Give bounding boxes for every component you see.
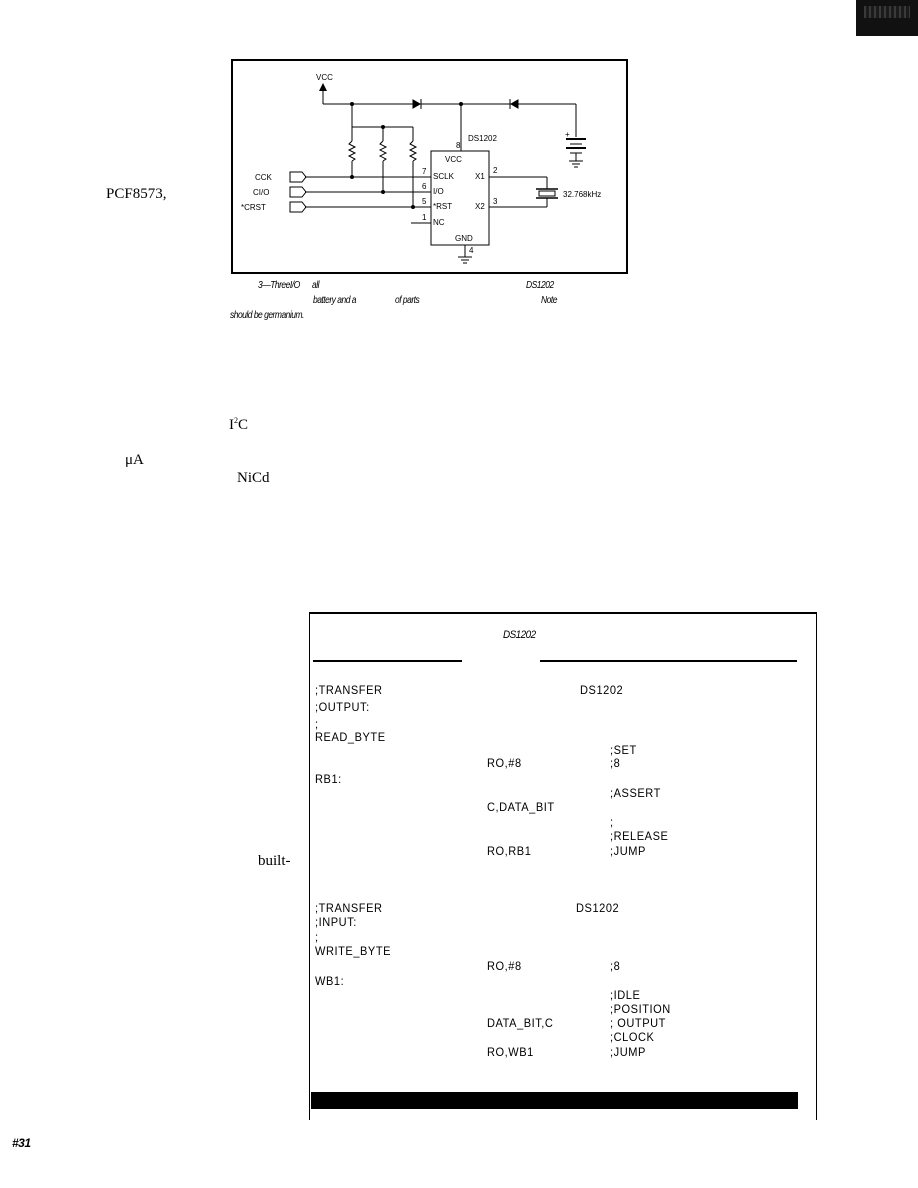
code-comment: ;IDLE [610, 988, 641, 1002]
code-comment: ;SET [610, 743, 637, 757]
code-label: ;INPUT: [315, 915, 357, 929]
code-comment: ;8 [610, 756, 621, 770]
cck-connector [289, 171, 307, 183]
chip-name-label: DS1202 [468, 134, 497, 143]
caption-line1-a: 3—ThreeI/O [258, 280, 300, 291]
caption-line2-a: battery and a [313, 295, 356, 306]
schematic-diagram: VCC DS1202 8 VCC SCLK I/O *RST NC X1 X2 … [241, 73, 601, 264]
x1-label: X1 [475, 172, 485, 181]
diode-1 [412, 99, 422, 109]
code-comment: ;POSITION [610, 1002, 671, 1016]
pin-1-label: 1 [422, 213, 427, 222]
code-operand: RO,WB1 [487, 1045, 534, 1059]
margin-text-built: built- [258, 853, 291, 869]
crystal-label: 32.768kHz [563, 190, 601, 199]
pin-5-label: 5 [422, 197, 427, 206]
rst-label: *RST [433, 202, 452, 211]
code-comment: DS1202 [580, 683, 624, 697]
code-label: WRITE_BYTE [315, 944, 392, 958]
code-label: ;TRANSFER [315, 901, 383, 915]
listing-bottom-bar [311, 1092, 798, 1109]
code-operand: RO,RB1 [487, 844, 532, 858]
schematic-figure: VCC DS1202 8 VCC SCLK I/O *RST NC X1 X2 … [231, 59, 628, 274]
code-operand: RO,#8 [487, 959, 522, 973]
code-label: ;OUTPUT: [315, 700, 370, 714]
code-label: ; [315, 930, 319, 944]
battery-plus-label: + [565, 130, 570, 139]
chip-vcc-label: VCC [445, 155, 462, 164]
caption-line2-c: Note [541, 295, 557, 306]
crystal-body [538, 190, 556, 197]
sclk-label: SCLK [433, 172, 455, 181]
chip-gnd-label: GND [455, 234, 473, 243]
x2-label: X2 [475, 202, 485, 211]
caption-line3: should be germanium. [230, 310, 304, 321]
code-label: WB1: [315, 974, 345, 988]
nc-label: NC [433, 218, 445, 227]
code-operand: C,DATA_BIT [487, 800, 555, 814]
margin-text-i2c: I2C [229, 416, 249, 433]
listing-rule-left [313, 660, 462, 662]
vcc-arrow-icon [319, 83, 327, 91]
pin-4-label: 4 [469, 246, 474, 255]
code-comment: ;8 [610, 959, 621, 973]
resistor-3 [408, 140, 418, 162]
code-label: ;TRANSFER [315, 683, 383, 697]
caption-line1-c: DS1202 [526, 280, 554, 291]
code-label: READ_BYTE [315, 730, 386, 744]
diode-2 [509, 99, 519, 109]
code-operand: DATA_BIT,C [487, 1016, 554, 1030]
crst-label: *CRST [241, 203, 266, 212]
cck-label: CCK [255, 173, 273, 182]
corner-tab [856, 0, 918, 36]
pin-7-label: 7 [422, 167, 427, 176]
code-listing [309, 612, 817, 1120]
page-number: #31 [12, 1136, 31, 1150]
ds1202-chip [430, 150, 490, 246]
margin-text-ua: μA [125, 452, 144, 468]
code-comment: ;JUMP [610, 1045, 646, 1059]
code-comment: ;ASSERT [610, 786, 661, 800]
code-label: ; [315, 717, 319, 731]
resistor-1 [347, 140, 357, 162]
crst-connector [289, 201, 307, 213]
pin-8-label: 8 [456, 141, 461, 150]
cio-label: CI/O [253, 188, 269, 197]
margin-text-nicd: NiCd [237, 470, 270, 486]
code-comment: ; OUTPUT [610, 1016, 666, 1030]
cio-connector [289, 186, 307, 198]
resistor-2 [378, 140, 388, 162]
code-comment: ;RELEASE [610, 829, 669, 843]
vcc-label: VCC [316, 73, 333, 82]
pin-3-label: 3 [493, 197, 498, 206]
listing-title: DS1202 [503, 629, 536, 641]
code-label: RB1: [315, 772, 342, 786]
pin-6-label: 6 [422, 182, 427, 191]
code-comment: ; [610, 815, 614, 829]
code-operand: RO,#8 [487, 756, 522, 770]
caption-line2-b: of parts [395, 295, 420, 306]
code-comment: ;JUMP [610, 844, 646, 858]
margin-text-pcf: PCF8573, [106, 186, 167, 202]
pin-2-label: 2 [493, 166, 498, 175]
code-comment: DS1202 [576, 901, 620, 915]
caption-line1-b: all [312, 280, 320, 291]
code-comment: ;CLOCK [610, 1030, 655, 1044]
io-label: I/O [433, 187, 444, 196]
listing-rule-right [540, 660, 797, 662]
